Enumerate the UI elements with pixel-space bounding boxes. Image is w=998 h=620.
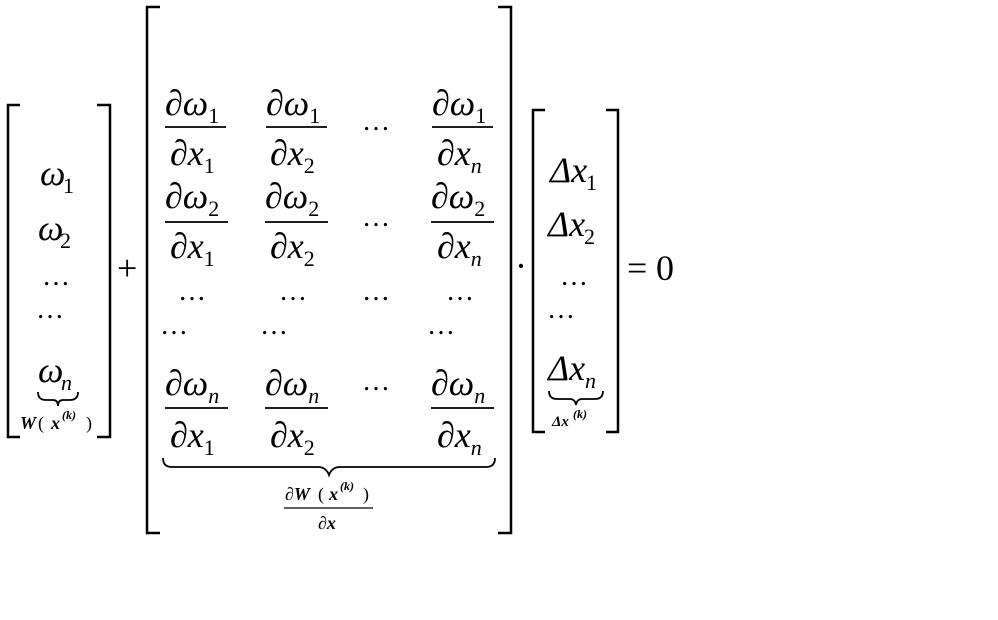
vector-w-left-bracket	[6, 103, 20, 439]
jacobian-r3c2-ellipsis: …	[279, 276, 308, 307]
vector-w-right-bracket	[97, 103, 112, 439]
vector-dx: Δx 1 Δx 2 … … Δx n Δx (k)	[531, 108, 620, 434]
vector-w-row2-symbol: ω	[38, 208, 63, 248]
jacobian-label-var: x	[328, 484, 338, 504]
vector-dx-row1-symbol: Δx	[548, 150, 587, 190]
jacobian-r5c1-numerator: ∂ωn	[165, 363, 219, 408]
vector-w: ω 1 ω 2 … … ω n W ( x (k) )	[6, 103, 112, 439]
vector-w-label-func: W	[20, 413, 38, 433]
jacobian-left-bracket	[145, 5, 160, 535]
vector-w-row3-ellipsis: …	[42, 261, 71, 292]
vector-dx-row4-ellipsis: …	[547, 294, 576, 325]
vector-dx-left-bracket	[531, 108, 545, 434]
vector-w-label-var: x	[50, 413, 60, 433]
vector-dx-row2-index: 2	[584, 224, 595, 249]
vector-w-label-sup: (k)	[62, 408, 76, 422]
jacobian-label-den: ∂x	[318, 513, 336, 533]
vector-w-row2-index: 2	[60, 228, 71, 253]
vector-dx-label-sup: (k)	[573, 407, 587, 421]
jacobian-matrix: ∂ω1 ∂x1 ∂ω1 ∂x2 … ∂ω1 ∂xn ∂ω2 ∂x1 ∂ω2 ∂x…	[145, 5, 513, 535]
jacobian-r3c4-ellipsis: …	[446, 276, 475, 307]
jacobian-r5c3-ellipsis: …	[362, 366, 391, 397]
jacobian-r3c1-ellipsis: …	[178, 276, 207, 307]
jacobian-r5c1-denominator: ∂x1	[170, 415, 215, 460]
jacobian-r5c4-denominator: ∂xn	[437, 415, 482, 460]
jacobian-right-bracket	[498, 5, 513, 535]
vector-dx-row5-symbol: Δx	[546, 348, 585, 388]
vector-dx-row1-index: 1	[586, 170, 597, 195]
jacobian-r2c2-numerator: ∂ω2	[265, 176, 319, 221]
jacobian-r2c1-numerator: ∂ω2	[165, 176, 219, 221]
vector-w-row4-ellipsis: …	[36, 294, 65, 325]
jacobian-r5c2-denominator: ∂x2	[270, 415, 315, 460]
jacobian-row4-ellipses: … … …	[160, 310, 456, 341]
jacobian-r2c2-denominator: ∂x2	[270, 226, 315, 271]
jacobian-r2c3-ellipsis: …	[362, 202, 391, 233]
jacobian-r1c3-ellipsis: …	[362, 106, 391, 137]
jacobian-label-open: (	[318, 484, 324, 505]
vector-w-row1-symbol: ω	[40, 153, 65, 193]
jacobian-underbrace	[162, 457, 496, 478]
jacobian-row2: ∂ω2 ∂x1 ∂ω2 ∂x2 … ∂ω2 ∂xn	[165, 176, 494, 271]
jacobian-brace-label: ∂W ( x (k) ) ∂x	[284, 479, 373, 533]
vector-w-underbrace	[37, 391, 79, 407]
jacobian-r5c2-numerator: ∂ωn	[265, 363, 319, 408]
vector-w-row5-index: n	[61, 370, 72, 395]
vector-w-row5-symbol: ω	[38, 350, 63, 390]
jacobian-r1c2-numerator: ∂ω1	[266, 83, 320, 128]
jacobian-r1c4-numerator: ∂ω1	[432, 83, 486, 128]
vector-w-row1-index: 1	[63, 173, 74, 198]
jacobian-r2c4-numerator: ∂ω2	[431, 176, 485, 221]
jacobian-label-sup: (k)	[340, 479, 354, 493]
vector-dx-row5-index: n	[585, 368, 596, 393]
rhs-zero: 0	[656, 248, 674, 288]
jacobian-r5c4-numerator: ∂ωn	[431, 363, 485, 408]
jacobian-r2c4-denominator: ∂xn	[437, 226, 482, 271]
jacobian-row5: ∂ωn ∂x1 ∂ωn ∂x2 … ∂ωn ∂xn	[165, 363, 494, 460]
jacobian-r4c4-ellipsis: …	[427, 310, 456, 341]
jacobian-r1c1-numerator: ∂ω1	[165, 83, 219, 128]
vector-dx-underbrace	[548, 390, 604, 406]
jacobian-row3-ellipses: … … … …	[178, 276, 475, 307]
vector-dx-row3-ellipsis: …	[560, 261, 589, 292]
dot-operator: ·	[515, 246, 527, 286]
jacobian-r4c2-ellipsis: …	[260, 310, 289, 341]
jacobian-label-num-prefix: ∂W	[285, 484, 312, 504]
jacobian-r1c2-denominator: ∂x2	[270, 133, 315, 178]
jacobian-r1c1-denominator: ∂x1	[170, 133, 215, 178]
jacobian-r3c3-ellipsis: …	[362, 276, 391, 307]
vector-dx-label-prefix: Δx	[551, 414, 569, 430]
jacobian-r2c1-denominator: ∂x1	[170, 226, 215, 271]
plus-sign: +	[117, 248, 137, 288]
jacobian-label-close: )	[363, 484, 369, 505]
jacobian-r4c1-ellipsis: …	[160, 310, 189, 341]
jacobian-row1: ∂ω1 ∂x1 ∂ω1 ∂x2 … ∂ω1 ∂xn	[165, 83, 493, 178]
vector-w-label-close: )	[86, 413, 92, 434]
vector-w-label-open: (	[38, 413, 44, 434]
equals-sign: =	[627, 248, 647, 288]
vector-dx-right-bracket	[606, 108, 620, 434]
jacobian-r1c4-denominator: ∂xn	[437, 133, 482, 178]
vector-dx-row2-symbol: Δx	[546, 204, 585, 244]
